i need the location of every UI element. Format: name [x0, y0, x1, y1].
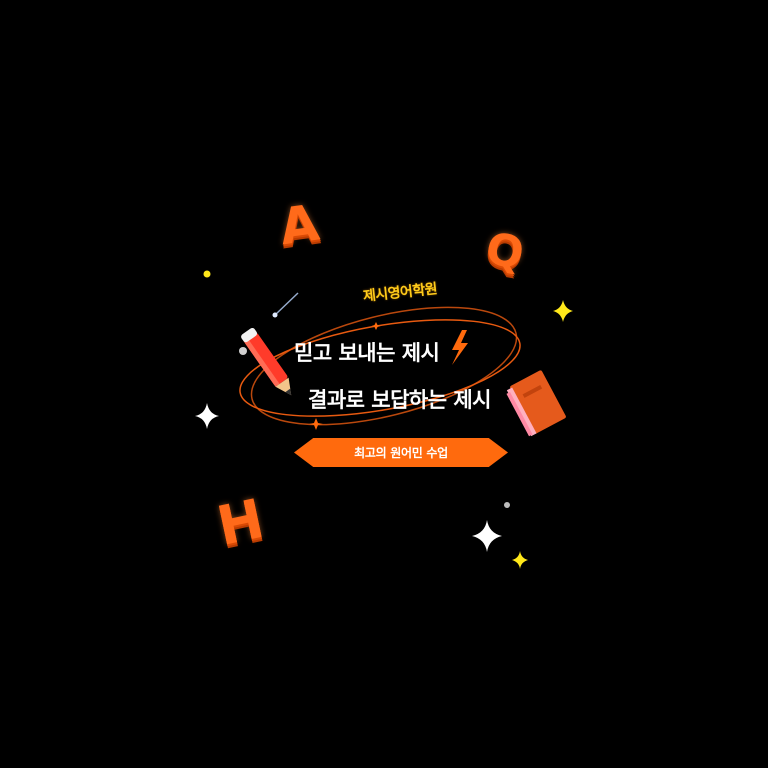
sparkle-icon [472, 520, 502, 552]
headline-line-1: 믿고 보내는 제시 [294, 341, 440, 365]
pencil-icon [241, 328, 292, 396]
grey-dot-icon [504, 502, 510, 508]
headline-line-2: 결과로 보답하는 제시 [308, 388, 492, 412]
letter-a-balloon: A [276, 193, 323, 257]
grey-dot-icon [239, 347, 247, 355]
cta-label: 최고의 원어민 수업 [354, 446, 448, 460]
cta-button[interactable]: 최고의 원어민 수업 [294, 438, 508, 467]
orbit-star-icon [309, 322, 381, 430]
orbit-ring-icon [239, 306, 521, 426]
lightning-icon [452, 330, 468, 365]
shooting-star-icon [272, 292, 299, 318]
sparkle-icon [512, 551, 528, 569]
book-icon [506, 370, 566, 437]
sparkle-icon [195, 403, 219, 429]
letter-q-balloon: Q [481, 223, 528, 280]
sparkle-icon [553, 300, 573, 322]
yellow-dot-icon [203, 270, 211, 278]
